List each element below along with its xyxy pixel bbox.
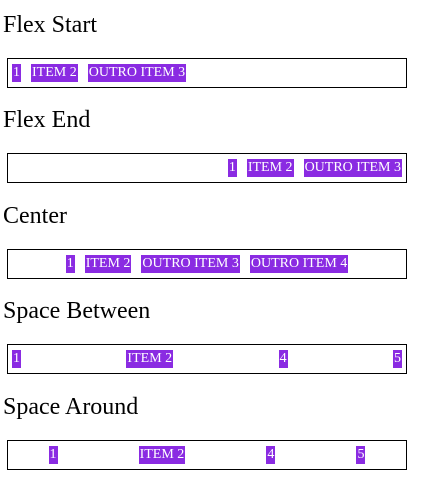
flex-item: 1 — [12, 64, 21, 82]
section-title: Flex End — [3, 107, 91, 133]
flex-container: 1 ITEM 2 OUTRO ITEM 3 — [7, 153, 407, 183]
section-title: Flex Start — [3, 12, 97, 38]
flex-item: 1 — [48, 446, 58, 464]
flex-item: 1 — [227, 159, 237, 177]
section-title: Space Around — [3, 394, 139, 420]
flex-item: 5 — [356, 446, 366, 464]
flex-item: ITEM 2 — [246, 159, 294, 177]
flex-item: 1 — [65, 255, 75, 273]
flex-item: OUTRO ITEM 3 — [87, 64, 187, 82]
flex-container: 1 ITEM 2 4 5 — [7, 344, 407, 374]
section-title: Space Between — [3, 298, 151, 324]
flex-container: 1 ITEM 2 OUTRO ITEM 3 — [7, 58, 407, 88]
flex-item: 4 — [266, 446, 276, 464]
flex-container: 1 ITEM 2 4 5 — [7, 440, 407, 470]
flex-item: 5 — [392, 350, 402, 368]
flex-container: 1 ITEM 2 OUTRO ITEM 3 OUTRO ITEM 4 — [7, 249, 407, 279]
flex-item: ITEM 2 — [84, 255, 132, 273]
flex-item: ITEM 2 — [138, 446, 186, 464]
flex-item: 1 — [12, 350, 21, 368]
section-title: Center — [3, 203, 67, 229]
flex-item: OUTRO ITEM 3 — [303, 159, 402, 177]
flex-item: ITEM 2 — [31, 64, 78, 82]
flex-item: 4 — [278, 350, 288, 368]
flex-item: OUTRO ITEM 4 — [249, 255, 349, 273]
flex-item: OUTRO ITEM 3 — [141, 255, 240, 273]
flex-item: ITEM 2 — [126, 350, 174, 368]
